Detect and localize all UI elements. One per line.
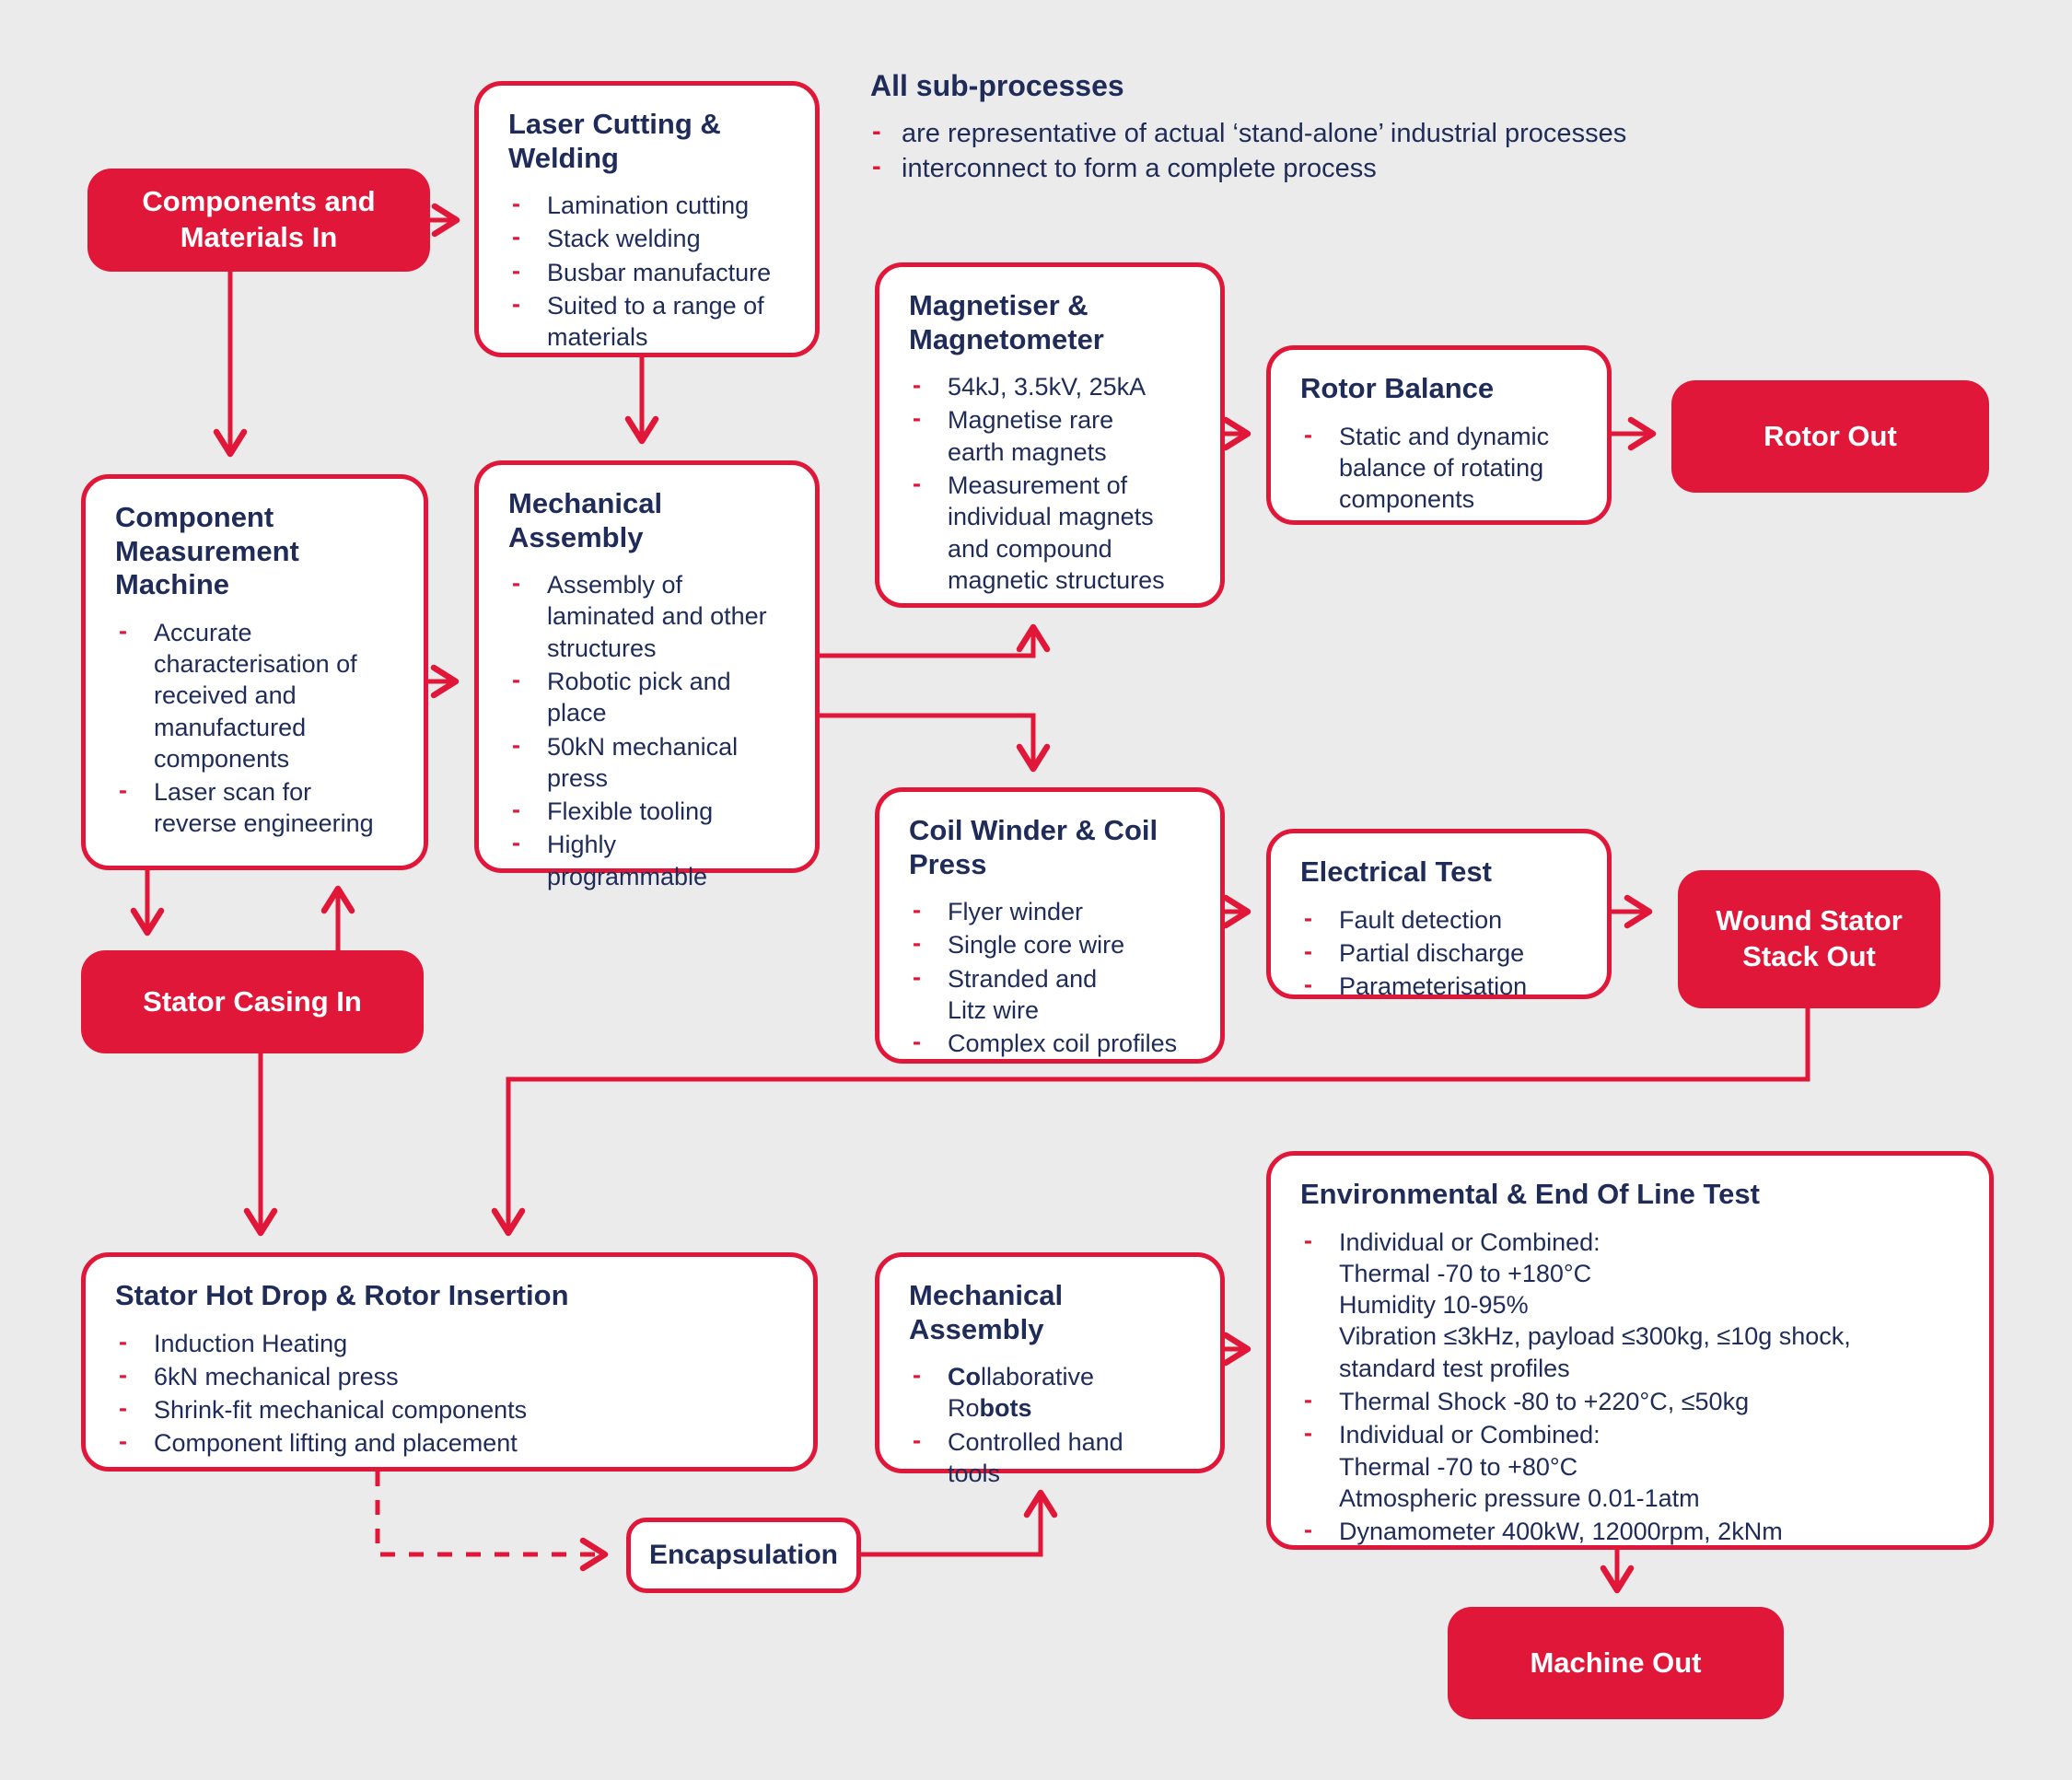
box-bullets: Individual or Combined: Thermal -70 to +… (1300, 1225, 1965, 1548)
bullet-item: Accurate characterisation of received an… (115, 615, 400, 774)
bullet-item: Controlled hand tools (909, 1425, 1196, 1490)
bullet-item: Suited to a range of materials (508, 288, 791, 354)
bullet-item: Flexible tooling (508, 794, 791, 827)
box-bullets: Flyer winder Single core wire Stranded a… (909, 894, 1196, 1059)
bullet-item: Complex coil profiles (909, 1026, 1196, 1059)
process-box-mechanical-assembly-2: Mechanical Assembly Collaborative Robots… (875, 1252, 1225, 1487)
node-components-and-materials-in: Components and Materials In (87, 169, 430, 272)
box-title: Rotor Balance (1300, 372, 1495, 404)
bullet-item: Induction Heating (115, 1326, 789, 1359)
bullet-item: Lamination cutting (508, 188, 791, 221)
cobots-mid: llaborative Ro (948, 1363, 1095, 1423)
arrow-hotdrop-to-encapsulation (375, 1472, 609, 1572)
box-title: Environmental & End Of Line Test (1300, 1178, 1760, 1210)
process-box-rotor-balance: Rotor Balance Static and dynamic balance… (1266, 345, 1612, 525)
bullet-item: 6kN mechanical press (115, 1359, 789, 1392)
bullet-item: 54kJ, 3.5kV, 25kA (909, 369, 1196, 402)
arrow-mech1-to-magnetiser (820, 623, 1051, 658)
bullet-item: Individual or Combined: Thermal -70 to +… (1300, 1417, 1965, 1514)
bullet-item: Flyer winder (909, 894, 1196, 927)
node-wound-stator-stack-out: Wound Stator Stack Out (1678, 870, 1940, 1008)
process-box-stator-hot-drop-rotor-insertion: Stator Hot Drop & Rotor Insertion Induct… (81, 1252, 818, 1472)
arrow-wound-stator-to-hotdrop (491, 1008, 1810, 1237)
process-box-component-measurement-machine: Component Measurement Machine Accurate c… (81, 474, 428, 870)
box-title: Encapsulation (648, 1540, 839, 1571)
bullet-item: Thermal Shock -80 to +220°C, ≤50kg (1300, 1384, 1965, 1417)
process-box-magnetiser-magnetometer: Magnetiser & Magnetometer 54kJ, 3.5kV, 2… (875, 262, 1225, 608)
box-title: Mechanical Assembly (508, 487, 663, 553)
box-title: Coil Winder & Coil Press (909, 814, 1158, 880)
box-bullets: Fault detection Partial discharge Parame… (1300, 902, 1583, 1003)
bullet-item: Individual or Combined: Thermal -70 to +… (1300, 1225, 1965, 1384)
box-title: Electrical Test (1300, 855, 1492, 888)
note-bullets: are representative of actual ‘stand-alon… (870, 114, 2049, 187)
box-title: Component Measurement Machine (115, 501, 299, 601)
process-box-environmental-end-of-line-test: Environmental & End Of Line Test Individ… (1266, 1151, 1994, 1550)
bullet-item: 50kN mechanical press (508, 729, 791, 795)
note-bullet: interconnect to form a complete process (870, 149, 2049, 186)
box-title: Magnetiser & Magnetometer (909, 289, 1104, 355)
cobots-bold-bots: bots (979, 1394, 1032, 1423)
bullet-item: Component lifting and placement (115, 1425, 789, 1459)
process-box-coil-winder-coil-press: Coil Winder & Coil Press Flyer winder Si… (875, 787, 1225, 1064)
box-bullets: Induction Heating 6kN mechanical press S… (115, 1326, 789, 1460)
bullet-item: Highly programmable (508, 827, 791, 892)
note-all-subprocesses: All sub-processes are representative of … (870, 69, 2049, 187)
box-title: Stator Hot Drop & Rotor Insertion (115, 1279, 569, 1311)
bullet-item: Dynamometer 400kW, 12000rpm, 2kNm (1300, 1514, 1965, 1547)
arrow-encapsulation-to-mech2 (858, 1489, 1058, 1557)
bullet-item: Partial discharge (1300, 936, 1583, 969)
bullet-item: Robotic pick and place (508, 664, 791, 729)
bullet-item: Stranded and Litz wire (909, 961, 1196, 1027)
note-title: All sub-processes (870, 69, 1124, 102)
cobots-bold-co: Co (948, 1363, 981, 1391)
bullet-item: Static and dynamic balance of rotating c… (1300, 419, 1583, 516)
bullet-item: Stack welding (508, 221, 791, 254)
process-box-laser-cutting-welding: Laser Cutting & Welding Lamination cutti… (474, 81, 820, 357)
bullet-item: Single core wire (909, 927, 1196, 960)
bullet-item: Laser scan for reverse engineering (115, 774, 400, 840)
node-stator-casing-in: Stator Casing In (81, 950, 424, 1053)
bullet-item: Shrink-fit mechanical components (115, 1392, 789, 1425)
arrow-mech1-to-coil (820, 713, 1051, 773)
process-box-mechanical-assembly-1: Mechanical Assembly Assembly of laminate… (474, 460, 820, 890)
bullet-item: Measurement of individual magnets and co… (909, 468, 1196, 596)
bullet-item: Parameterisation (1300, 969, 1583, 1002)
bullet-item: Busbar manufacture (508, 255, 791, 288)
bullet-item: Assembly of laminated and other structur… (508, 567, 791, 664)
bullet-item: Fault detection (1300, 902, 1583, 936)
box-title: Mechanical Assembly (909, 1279, 1064, 1345)
bullet-item: Magnetise rare earth magnets (909, 402, 1196, 468)
node-rotor-out: Rotor Out (1671, 380, 1989, 493)
node-machine-out: Machine Out (1448, 1607, 1784, 1719)
box-bullets: 54kJ, 3.5kV, 25kA Magnetise rare earth m… (909, 369, 1196, 596)
box-title: Laser Cutting & Welding (508, 108, 721, 174)
bullet-item-cobots: Collaborative Robots (909, 1359, 1196, 1425)
note-bullet: are representative of actual ‘stand-alon… (870, 114, 2049, 151)
box-bullets: Collaborative Robots Controlled hand too… (909, 1359, 1196, 1490)
box-bullets: Accurate characterisation of received an… (115, 615, 400, 840)
box-bullets: Lamination cutting Stack welding Busbar … (508, 188, 791, 354)
process-box-encapsulation: Encapsulation (626, 1518, 861, 1593)
box-bullets: Static and dynamic balance of rotating c… (1300, 419, 1583, 516)
process-box-electrical-test: Electrical Test Fault detection Partial … (1266, 829, 1612, 1001)
box-bullets: Assembly of laminated and other structur… (508, 567, 791, 892)
